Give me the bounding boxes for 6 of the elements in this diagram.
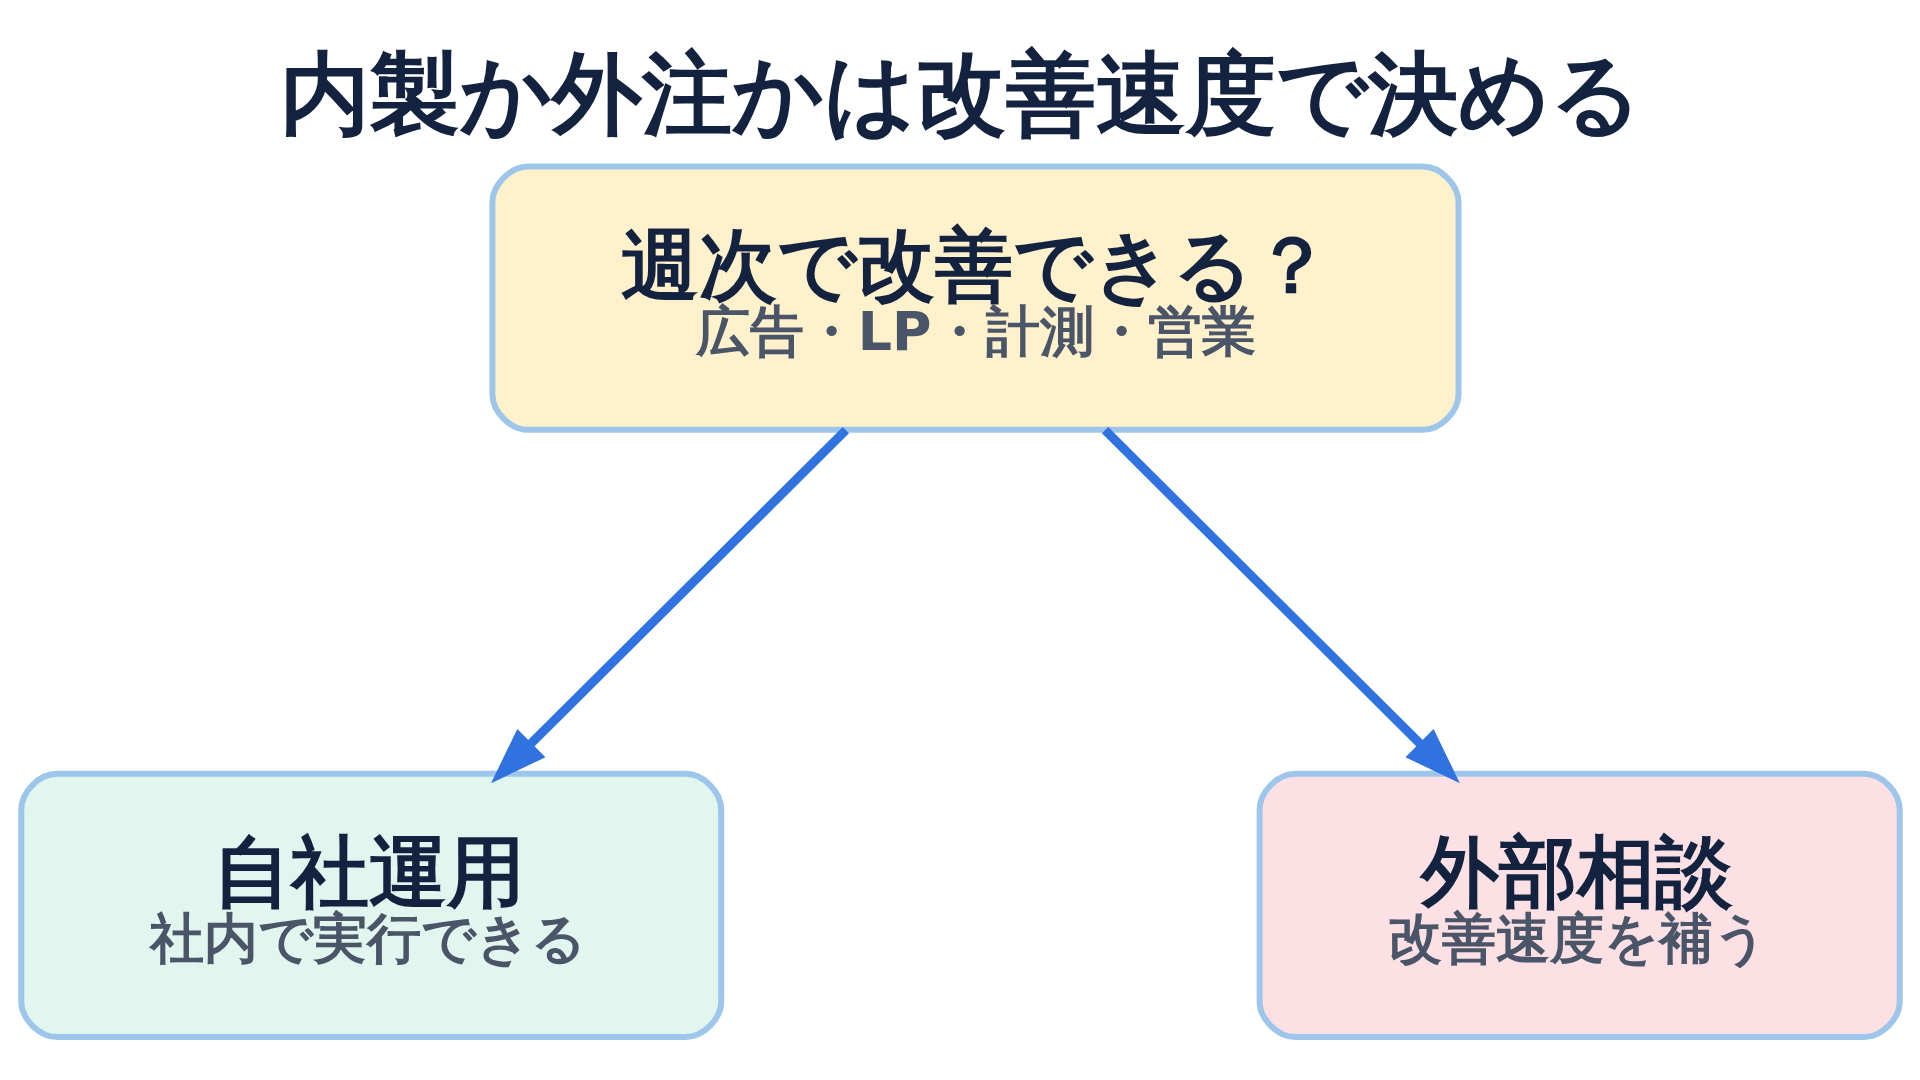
- arrow: [490, 426, 849, 783]
- arrow: [1101, 426, 1460, 783]
- node-box: 週次で改善できる？ 広告・LP・計測・営業: [488, 163, 1461, 433]
- node-box: 自社運用 社内で実行できる: [17, 770, 724, 1040]
- node-box: 外部相談 改善速度を補う: [1256, 770, 1903, 1040]
- diagram-title: 内製か外注かは改善速度で決める: [279, 41, 1642, 146]
